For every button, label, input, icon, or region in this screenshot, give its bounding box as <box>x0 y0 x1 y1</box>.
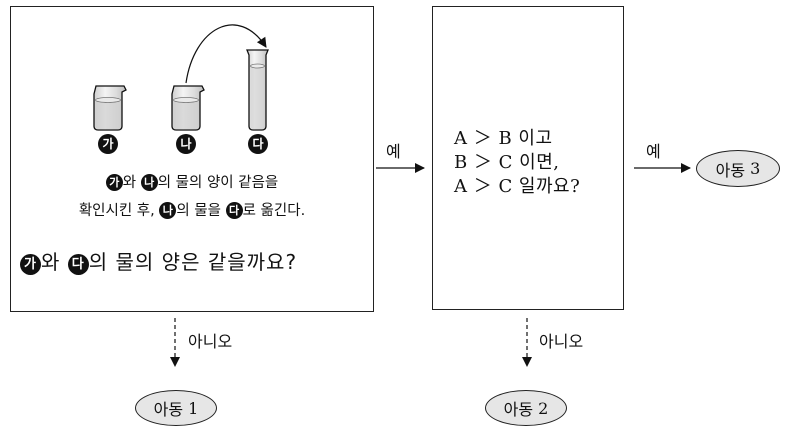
beaker-ga-icon <box>93 85 127 131</box>
transitivity-line-2: B ＞ C 이면, <box>454 152 560 173</box>
edge-label-yes-2: 예 <box>646 142 661 161</box>
circled-da: 다 <box>67 254 89 275</box>
pour-arrow <box>185 24 267 84</box>
container-label-da: 다 <box>248 134 268 154</box>
circled-da: 다 <box>225 202 243 219</box>
container-label-ga: 가 <box>98 134 118 154</box>
edge-label-yes-1: 예 <box>386 142 401 161</box>
container-label-na: 나 <box>176 134 196 154</box>
cylinder-da-icon <box>246 49 269 131</box>
circled-na: 나 <box>140 174 158 191</box>
task-panel-transitivity <box>432 6 624 310</box>
edge-label-no-2: 아니오 <box>539 332 584 351</box>
circled-ga: 가 <box>20 254 41 275</box>
circled-ga: 가 <box>105 174 123 191</box>
transitivity-line-3: A ＞ C 일까요? <box>454 176 581 197</box>
edge-label-no-1: 아니오 <box>188 332 233 351</box>
transitivity-line-1: A ＞ B 이고 <box>454 128 553 149</box>
beaker-na-icon <box>171 85 205 131</box>
circled-na: 나 <box>159 202 177 219</box>
